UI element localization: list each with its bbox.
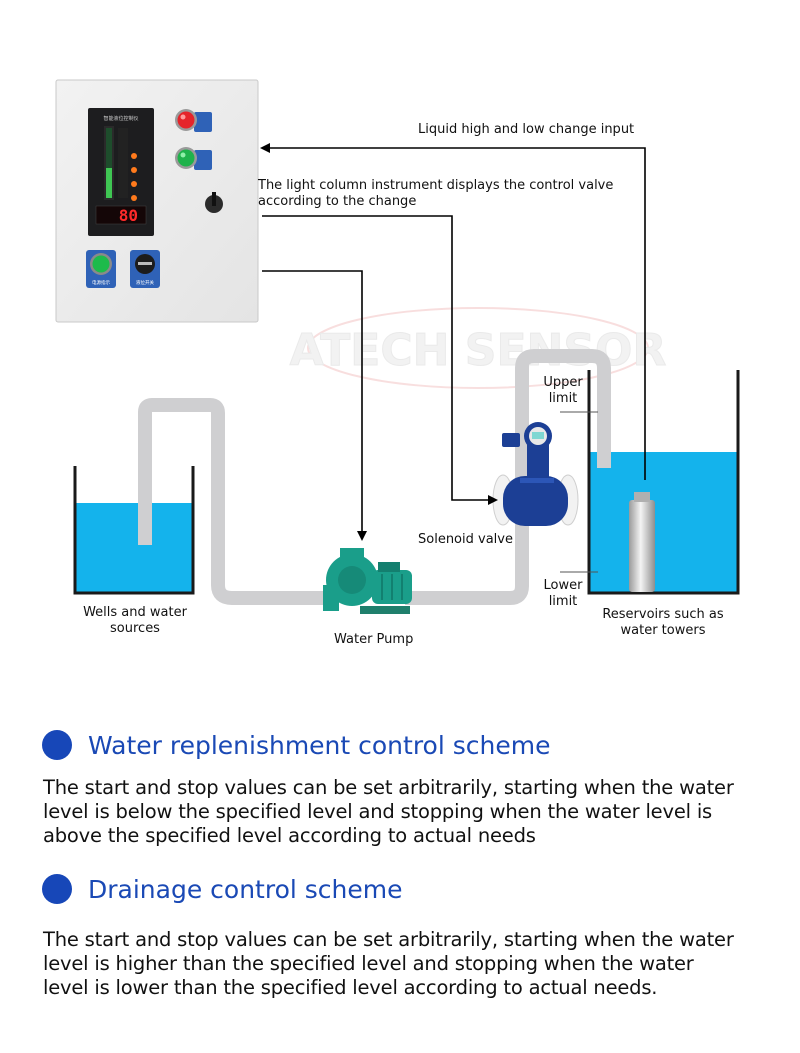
bar-graph-instrument: 智能液位控制仪 80: [88, 108, 154, 236]
solenoid-valve-label: Solenoid valve: [418, 532, 513, 547]
upper-limit-label-1: Upper: [543, 375, 583, 390]
source-tank: [73, 466, 195, 595]
reservoir-label-2: water towers: [620, 623, 706, 638]
solenoid-valve: [492, 422, 579, 526]
selector-switch: [205, 192, 223, 213]
instrument-note-line-2: according to the change: [258, 194, 417, 209]
red-indicator-lamp: [175, 109, 212, 132]
svg-text:液位开关: 液位开关: [136, 279, 154, 286]
diagram: ATECH SENSOR 智能液位控制仪 80: [55, 79, 740, 647]
lower-limit-label-1: Lower: [543, 578, 583, 593]
water-pump: [323, 548, 412, 614]
drainage-title: Drainage control scheme: [88, 874, 403, 904]
indicator-led-1: [131, 153, 137, 159]
water-pump-label: Water Pump: [334, 632, 414, 647]
reservoir-label-1: Reservoirs such as: [602, 607, 724, 622]
diagram-canvas: ATECH SENSOR 智能液位控制仪 80: [55, 79, 740, 614]
input-arrow-label: Liquid high and low change input: [418, 122, 635, 137]
switch-button: 液位开关: [130, 250, 160, 288]
drainage-heading: Drainage control scheme: [42, 874, 403, 904]
indicator-led-2: [131, 167, 137, 173]
indicator-led-4: [131, 195, 137, 201]
bullet-dot-icon: [42, 730, 72, 760]
replenishment-heading: Water replenishment control scheme: [42, 730, 550, 760]
level-sensor-probe: [629, 492, 655, 592]
replenishment-description: The start and stop values can be set arb…: [43, 776, 783, 848]
description-line: level is below the specified level and s…: [43, 800, 713, 823]
description-line: level is lower than the specified level …: [43, 976, 658, 999]
lower-limit-label-2: limit: [548, 594, 578, 609]
pipe: [138, 349, 611, 605]
source-label-1: Wells and water: [83, 605, 187, 620]
svg-text:80: 80: [119, 206, 138, 225]
drainage-description: The start and stop values can be set arb…: [43, 928, 783, 1000]
reservoir-tank: [587, 370, 740, 595]
bullet-dot-icon: [42, 874, 72, 904]
pump-arrow: [262, 270, 367, 541]
svg-text:电源指示: 电源指示: [92, 279, 110, 286]
replenishment-title: Water replenishment control scheme: [88, 730, 551, 760]
description-line: The start and stop values can be set arb…: [43, 776, 734, 799]
indicator-led-3: [131, 181, 137, 187]
svg-text:智能液位控制仪: 智能液位控制仪: [103, 115, 138, 122]
upper-limit-label-2: limit: [548, 391, 578, 406]
description-line: The start and stop values can be set arb…: [43, 928, 734, 951]
description-line: above the specified level according to a…: [43, 824, 536, 847]
signal-arrows: [260, 143, 646, 541]
valve-arrow: [262, 215, 498, 505]
description-line: level is higher than the specified level…: [43, 952, 694, 975]
input-arrow: [260, 143, 646, 480]
control-panel: 智能液位控制仪 80: [55, 79, 259, 323]
green-indicator-lamp: [175, 147, 212, 170]
instrument-note-line-1: The light column instrument displays the…: [258, 178, 614, 193]
power-button: 电源指示: [86, 250, 116, 288]
source-label-2: sources: [110, 621, 160, 636]
